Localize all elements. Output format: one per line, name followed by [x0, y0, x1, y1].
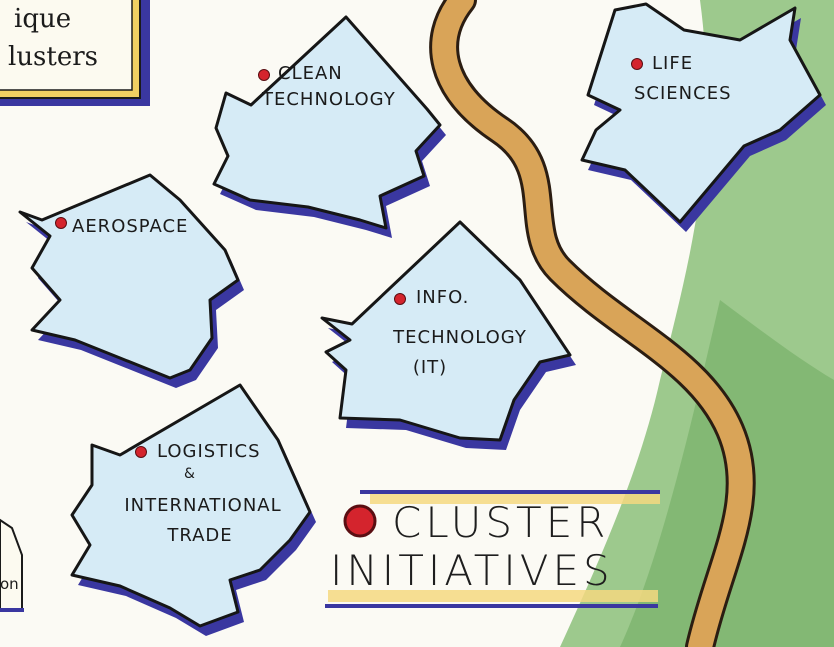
- winding-path-fill: [432, 0, 753, 647]
- bottom-left-sign: [0, 518, 23, 611]
- arrow-label-info-3: (IT): [412, 357, 448, 378]
- top-left-sign-inner: [0, 0, 133, 91]
- arrow-label-clean-2: TECHNOLOGY: [262, 89, 396, 110]
- marker-dot-icon: [631, 58, 643, 70]
- legend-marker-icon: [343, 504, 377, 538]
- arrow-label-life-2: SCIENCES: [634, 83, 732, 104]
- arrow-label-logistics: LOGISTICS: [157, 441, 261, 462]
- legend-line1: CLUSTER: [392, 498, 610, 547]
- marker-dot-icon: [258, 69, 270, 81]
- arrow-life-sciences: [580, 2, 826, 232]
- top-left-sign-line1: ique: [14, 4, 72, 34]
- arrow-label-aerospace: AEROSPACE: [72, 216, 189, 237]
- arrow-label-logistics-3: INTERNATIONAL: [124, 495, 282, 516]
- legend-highlight-bottom: [328, 590, 658, 602]
- arrow-label-logistics-2: &: [184, 466, 196, 482]
- marker-dot-icon: [394, 293, 406, 305]
- arrow-info-technology: [320, 220, 576, 450]
- arrow-aerospace: [18, 173, 244, 388]
- top-left-sign-line2: lusters: [8, 42, 99, 72]
- marker-dot-icon: [55, 217, 67, 229]
- arrow-clean-technology: [212, 15, 446, 238]
- bottom-left-sign-text: on: [0, 575, 19, 593]
- arrow-label-logistics-4: TRADE: [167, 525, 233, 546]
- marker-dot-icon: [135, 446, 147, 458]
- arrow-label-info-2: TECHNOLOGY: [393, 327, 527, 348]
- arrow-logistics: [70, 383, 316, 636]
- arrow-label-life: LIFE: [652, 53, 694, 74]
- bottom-left-sign-shadow: [0, 608, 24, 612]
- legend-line2: INITIATIVES: [330, 546, 614, 595]
- arrow-label-info: INFO.: [416, 287, 470, 308]
- arrow-label-clean: CLEAN: [278, 63, 343, 84]
